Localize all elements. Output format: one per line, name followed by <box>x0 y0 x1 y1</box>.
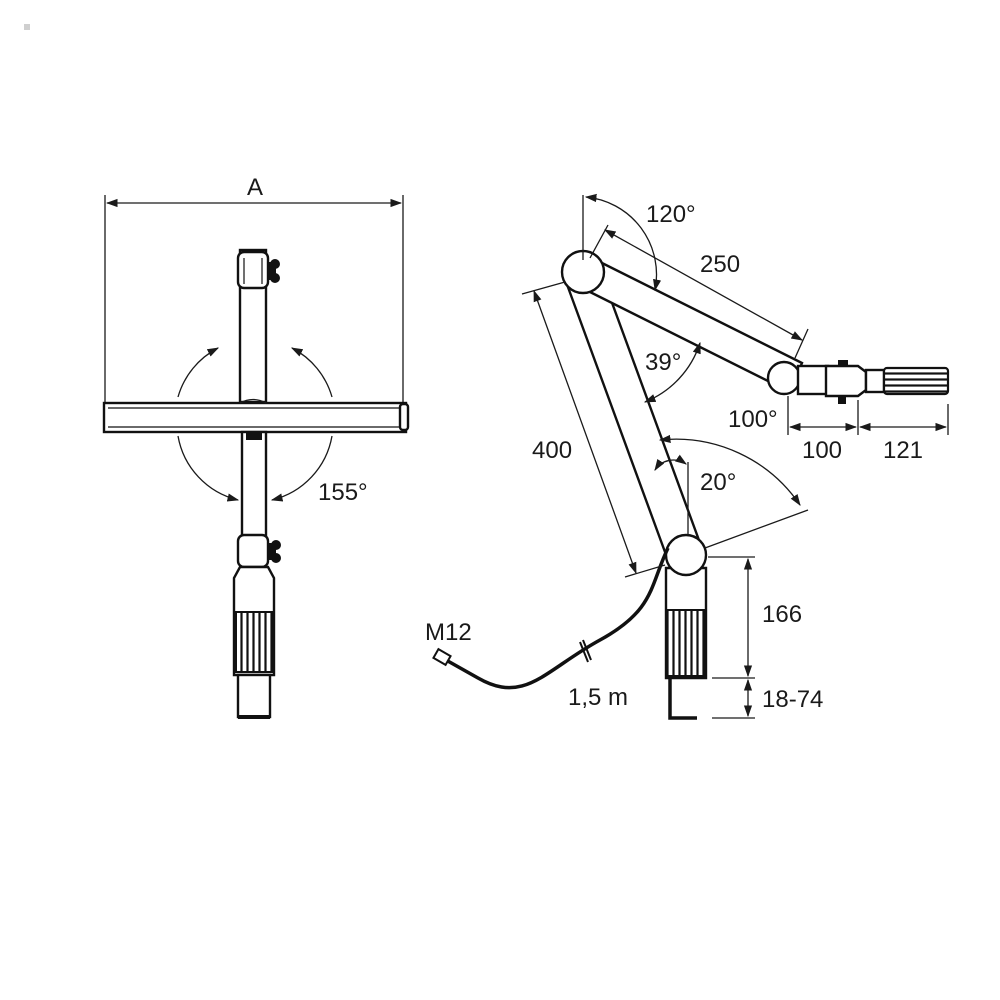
dimension-head: 100 121 <box>787 396 949 464</box>
front-upper-column <box>236 248 280 404</box>
clamp-knob-lower <box>268 540 281 563</box>
front-view: A 155° <box>102 174 410 719</box>
width-label: A <box>247 174 263 201</box>
dimension-166-label: 166 <box>762 601 802 628</box>
front-lower-column <box>232 430 281 719</box>
dimension-400-label: 400 <box>532 437 572 464</box>
dimension-121-label: 121 <box>883 437 923 464</box>
dimension-250: 250 <box>589 224 809 359</box>
angle-39-label: 39° <box>645 349 681 376</box>
rotation-arrows: 155° <box>177 347 368 506</box>
power-cable: M12 1,5 m <box>425 547 670 711</box>
angle-20: 20° <box>654 434 809 549</box>
rotation-label: 155° <box>318 479 368 506</box>
dimension-100-label: 100 <box>802 437 842 464</box>
angle-39: 39° <box>643 341 701 403</box>
angle-100-label: 100° <box>728 406 778 433</box>
corner-marker <box>24 24 30 30</box>
side-head <box>796 360 950 404</box>
angle-20-label: 20° <box>700 469 736 496</box>
dimension-250-label: 250 <box>700 251 740 278</box>
dimension-clamp-label: 18-74 <box>762 686 823 713</box>
side-column <box>664 566 708 720</box>
width-dimension: A <box>104 174 404 402</box>
angle-100: 100° <box>728 406 778 433</box>
side-view: M12 1,5 m 120° 250 39° 100° <box>425 193 950 720</box>
cable-length-label: 1,5 m <box>568 684 628 711</box>
dimension-column: 166 18-74 <box>708 556 823 719</box>
connector-label: M12 <box>425 619 472 646</box>
angle-120-label: 120° <box>646 201 696 228</box>
dimension-400: 400 <box>521 281 666 578</box>
clamp-knob-upper <box>268 259 280 283</box>
front-crossbar <box>102 398 410 434</box>
